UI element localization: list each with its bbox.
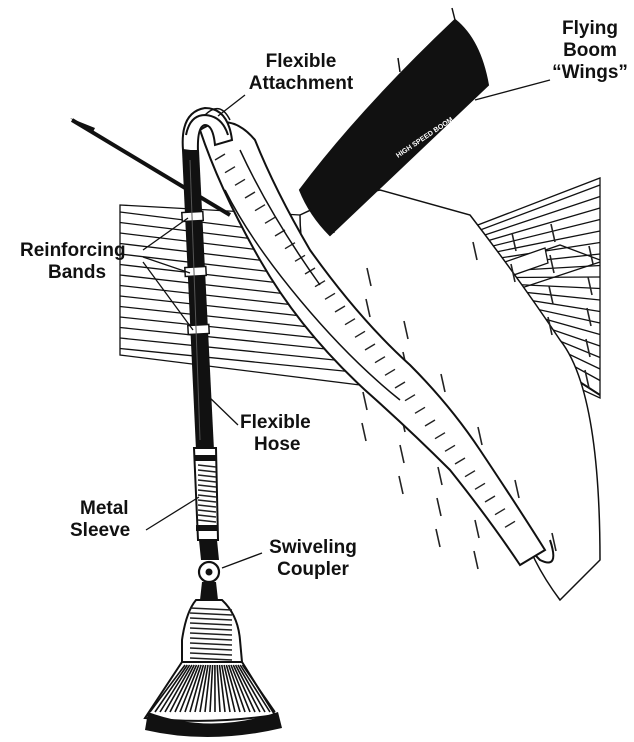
label-metal-sleeve-line1: Metal [70, 498, 150, 520]
label-flying-boom-wings-line2: Boom [548, 40, 632, 62]
shroud-hatch-stroke [437, 498, 441, 516]
label-reinforcing-bands-line1: Reinforcing [20, 240, 145, 262]
label-reinforcing-bands-line2: Bands [20, 262, 145, 284]
leader-swiveling-coupler [222, 553, 262, 568]
label-flying-boom-wings: Flying Boom “Wings” [548, 18, 632, 84]
label-swiveling-coupler: Swiveling Coupler [263, 537, 363, 581]
label-flying-boom-wings-line1: Flying [548, 18, 632, 40]
label-swiveling-coupler-line1: Swiveling [263, 537, 363, 559]
label-flexible-hose-line2: Hose [240, 434, 340, 456]
reinforcing-band [185, 266, 206, 276]
leader-flexible-attachment [218, 95, 245, 116]
shroud-hatch-stroke [436, 529, 440, 547]
label-flexible-hose: Flexible Hose [240, 412, 340, 456]
swiveling-coupler [199, 540, 219, 600]
label-flying-boom-wings-line3: “Wings” [548, 62, 632, 84]
label-swiveling-coupler-line2: Coupler [263, 559, 363, 581]
label-flexible-attachment-line2: Attachment [236, 73, 366, 95]
metal-sleeve [194, 448, 218, 540]
shroud-hatch-stroke [474, 551, 478, 569]
label-metal-sleeve: Metal Sleeve [70, 498, 150, 542]
shroud-hatch-stroke [438, 467, 442, 485]
label-reinforcing-bands: Reinforcing Bands [20, 240, 145, 284]
boom-nozzle [145, 600, 282, 737]
shroud-hatch-stroke [362, 423, 366, 441]
leader-metal-sleeve [146, 497, 199, 530]
shroud-hatch-stroke [399, 476, 403, 494]
label-flexible-attachment-line1: Flexible [236, 51, 366, 73]
label-flexible-attachment: Flexible Attachment [236, 51, 366, 95]
label-metal-sleeve-line2: Sleeve [70, 520, 150, 542]
label-flexible-hose-line1: Flexible [240, 412, 340, 434]
shroud-hatch-stroke [363, 392, 367, 410]
shroud-hatch-stroke [475, 520, 479, 538]
reinforcing-band [188, 324, 209, 334]
shroud-hatch-stroke [400, 445, 404, 463]
